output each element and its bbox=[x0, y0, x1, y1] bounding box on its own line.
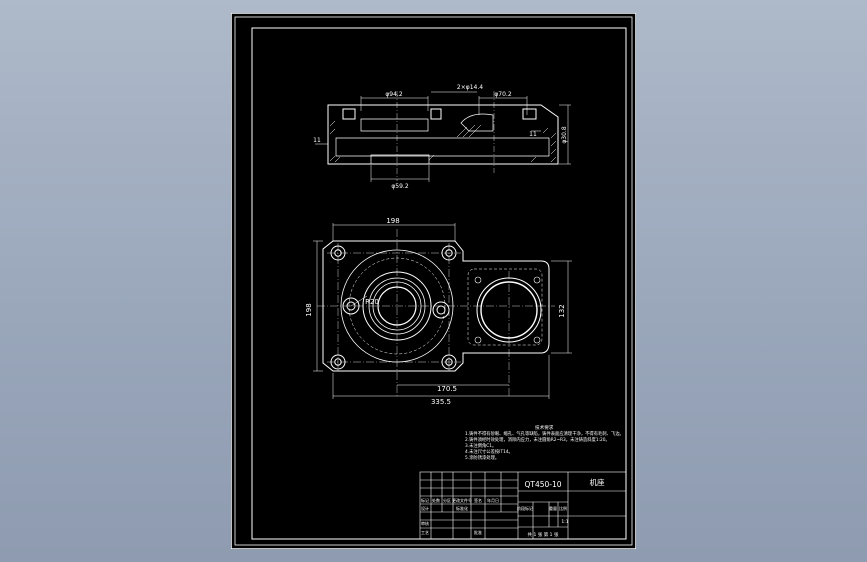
notes-title: 技术要求 bbox=[535, 426, 554, 431]
title-block-frame bbox=[419, 471, 627, 540]
technical-notes: 技术要求 1.铸件不得有砂眼、缩孔、气孔等缺陷，铸件表面应清理干净，不得有毛刺、… bbox=[465, 426, 624, 462]
tb-label-weight: 重量 bbox=[549, 505, 557, 511]
sheet-outer-border bbox=[231, 13, 636, 549]
part-name: 机座 bbox=[590, 477, 605, 487]
slot-left bbox=[342, 108, 356, 120]
slot-right bbox=[522, 108, 537, 120]
tb-label-standardize: 标准化 bbox=[456, 505, 468, 511]
plan-dimension-lines bbox=[313, 223, 572, 399]
note-item: 2.铸件须经时效处理，消除内应力，未注圆角R2~R3，未注铸造斜度1:20。 bbox=[465, 438, 610, 443]
tb-label-designer: 设计 bbox=[421, 505, 429, 511]
bore-right bbox=[460, 113, 494, 132]
section-view bbox=[315, 91, 571, 182]
dim-radius: R20 bbox=[365, 298, 379, 306]
tb-label-approve: 批准 bbox=[474, 529, 482, 535]
dim-left-offset: 11 bbox=[313, 137, 321, 144]
small-hole-3 bbox=[474, 336, 482, 344]
tb-label-review: 审核 bbox=[421, 520, 429, 526]
tb-label-process: 工艺 bbox=[421, 530, 429, 535]
tb-label-date: 年月日 bbox=[487, 497, 499, 503]
note-item: 3.未注倒角C1。 bbox=[465, 444, 497, 449]
note-item: 4.未注尺寸公差按IT14。 bbox=[465, 450, 513, 455]
dim-d-bottom: φ59.2 bbox=[391, 183, 409, 190]
dim-right-height: 132 bbox=[558, 304, 566, 317]
dim-right-offset: 11 bbox=[529, 131, 537, 138]
section-outline bbox=[327, 104, 559, 165]
bore-left bbox=[360, 118, 429, 132]
note-item: 5.涂防锈漆处理。 bbox=[465, 456, 500, 461]
section-dimension-lines bbox=[315, 91, 571, 182]
drawing-sheet: φ94.2 2×φ14.4 φ70.2 φ59.2 φ30.8 11 11 bbox=[231, 13, 636, 549]
tb-label-change-doc: 更改文件号 bbox=[452, 497, 472, 503]
title-block bbox=[419, 471, 627, 540]
dim-height-total: 198 bbox=[305, 303, 313, 316]
tb-label-signature: 签名 bbox=[474, 497, 482, 503]
dim-width-total: 198 bbox=[386, 217, 399, 225]
dim-d-holes: 2×φ14.4 bbox=[457, 84, 483, 91]
tb-label-zone: 分区 bbox=[443, 497, 451, 503]
bottom-boss bbox=[370, 154, 430, 165]
tb-label-count: 处数 bbox=[432, 497, 440, 503]
section-cavity bbox=[335, 137, 550, 157]
dim-d-right: φ70.2 bbox=[494, 91, 512, 98]
slot-middle bbox=[430, 108, 442, 120]
dim-overall-length: 335.5 bbox=[431, 398, 451, 406]
plan-centerlines bbox=[317, 229, 555, 397]
plan-hidden-pocket bbox=[467, 268, 543, 346]
drawing-number: QT450-10 bbox=[524, 480, 561, 489]
dim-center-distance: 170.5 bbox=[437, 385, 457, 393]
small-hole-1 bbox=[474, 276, 482, 284]
dim-d-left: φ94.2 bbox=[385, 91, 403, 98]
dim-height-right: φ30.8 bbox=[561, 126, 568, 144]
plan-view bbox=[313, 223, 572, 399]
sheet-info: 共 1 张 第 1 张 bbox=[528, 531, 559, 538]
note-item: 1.铸件不得有砂眼、缩孔、气孔等缺陷，铸件表面应清理干净，不得有毛刺、飞边。 bbox=[465, 432, 624, 437]
small-hole-2 bbox=[533, 276, 541, 284]
tb-label-scale: 比例 bbox=[559, 505, 567, 511]
tb-label-stage-mark: 阶段标记 bbox=[517, 505, 533, 511]
small-hole-4 bbox=[533, 336, 541, 344]
scale-value: 1:1 bbox=[561, 519, 568, 525]
plan-outline bbox=[322, 240, 550, 372]
tb-label-mark: 标记 bbox=[421, 497, 429, 503]
sheet-trim-border bbox=[234, 16, 633, 546]
section-hatching bbox=[329, 120, 557, 163]
